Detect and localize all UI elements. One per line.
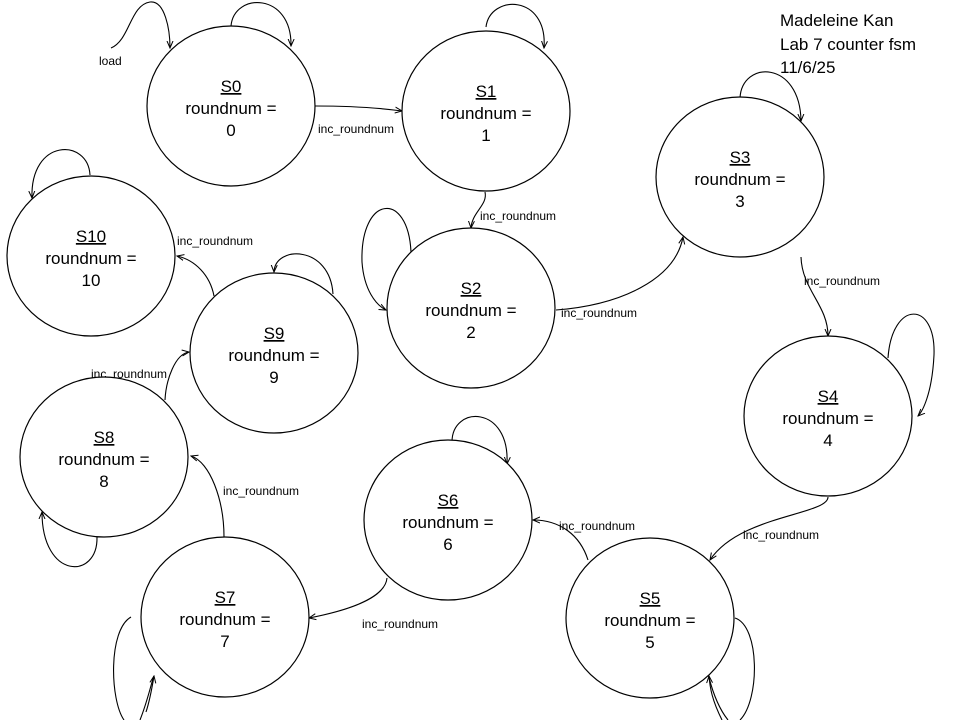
state-id: S4 <box>818 387 839 406</box>
state-value: 3 <box>735 192 744 211</box>
state-value: 8 <box>99 472 108 491</box>
state-id: S2 <box>461 279 482 298</box>
state-value: 10 <box>82 271 101 290</box>
state-value: 9 <box>269 368 278 387</box>
edge-label-s7-s8: inc_roundnum <box>223 484 299 498</box>
state-value: 6 <box>443 535 452 554</box>
state-output: roundnum = <box>228 346 319 365</box>
self-loop-s8 <box>42 512 98 568</box>
state-value: 1 <box>481 126 490 145</box>
edge-load <box>110 1 170 48</box>
state-output: roundnum = <box>45 249 136 268</box>
state-id: S6 <box>438 491 459 510</box>
state-id: S0 <box>221 77 242 96</box>
state-id: S7 <box>215 588 236 607</box>
state-output: roundnum = <box>185 99 276 118</box>
state-s3: S3 roundnum = 3 <box>655 96 825 258</box>
state-output: roundnum = <box>440 104 531 123</box>
edge-s1-s2 <box>471 191 486 228</box>
self-loop-s9 <box>274 253 334 295</box>
state-id: S9 <box>264 324 285 343</box>
self-loop-s2 <box>361 208 412 310</box>
state-s10: S10 roundnum = 10 <box>6 175 176 337</box>
edge-label-s3-s4: inc_roundnum <box>804 274 880 288</box>
edge-label-s9-s10: inc_roundnum <box>177 234 253 248</box>
author-name: Madeleine Kan <box>780 11 893 30</box>
state-s0: S0 roundnum = 0 <box>146 25 316 187</box>
state-value: 4 <box>823 431 832 450</box>
state-value: 5 <box>645 633 654 652</box>
state-output: roundnum = <box>604 611 695 630</box>
edge-s4-s5 <box>710 496 829 560</box>
edge-label-s2-s3: inc_roundnum <box>561 306 637 320</box>
state-output: roundnum = <box>58 450 149 469</box>
edge-label-s6-s7: inc_roundnum <box>362 617 438 631</box>
state-value: 0 <box>226 121 235 140</box>
state-s8: S8 roundnum = 8 <box>19 376 189 538</box>
edge-s2-s3 <box>555 237 683 311</box>
self-loop-s4 <box>887 313 935 416</box>
self-loop-s1 <box>485 3 544 48</box>
edge-s0-s1 <box>314 105 402 111</box>
state-id: S10 <box>76 227 106 246</box>
lab-title: Lab 7 counter fsm <box>780 35 916 54</box>
edge-s8-s9 <box>164 352 189 401</box>
edge-label-s0-s1: inc_roundnum <box>318 122 394 136</box>
edge-s5-s6 <box>533 520 589 561</box>
edge-label-s5-s6: inc_roundnum <box>559 519 635 533</box>
state-output: roundnum = <box>179 610 270 629</box>
state-value: 2 <box>466 323 475 342</box>
state-s6: S6 roundnum = 6 <box>363 439 533 601</box>
state-output: roundnum = <box>425 301 516 320</box>
edge-s3-s4 <box>800 256 828 336</box>
edge-s7-s8 <box>191 456 225 538</box>
self-loop-s10 <box>32 149 91 198</box>
state-s2: S2 roundnum = 2 <box>386 227 556 389</box>
state-s5: S5 roundnum = 5 <box>565 537 735 699</box>
state-value: 7 <box>220 632 229 651</box>
edge-s6-s7 <box>309 577 388 618</box>
edge-label-s4-s5: inc_roundnum <box>743 528 819 542</box>
state-s9: S9 roundnum = 9 <box>189 272 359 434</box>
self-loop-s5-arrow <box>709 676 723 720</box>
self-loop-s6 <box>451 416 507 464</box>
state-output: roundnum = <box>402 513 493 532</box>
edge-label-s1-s2: inc_roundnum <box>480 209 556 223</box>
state-output: roundnum = <box>782 409 873 428</box>
state-output: roundnum = <box>694 170 785 189</box>
state-id: S3 <box>730 148 751 167</box>
edge-label-load: load <box>99 54 122 68</box>
state-s7: S7 roundnum = 7 <box>140 536 310 698</box>
edge-s9-s10 <box>177 256 215 297</box>
state-id: S1 <box>476 82 497 101</box>
state-s1: S1 roundnum = 1 <box>401 30 571 192</box>
date: 11/6/25 <box>780 58 835 77</box>
self-loop-s7-arrow <box>145 676 154 713</box>
state-id: S8 <box>94 428 115 447</box>
state-id: S5 <box>640 589 661 608</box>
self-loop-s0 <box>230 2 291 46</box>
self-loop-s3 <box>739 71 801 121</box>
state-s4: S4 roundnum = 4 <box>743 335 913 497</box>
